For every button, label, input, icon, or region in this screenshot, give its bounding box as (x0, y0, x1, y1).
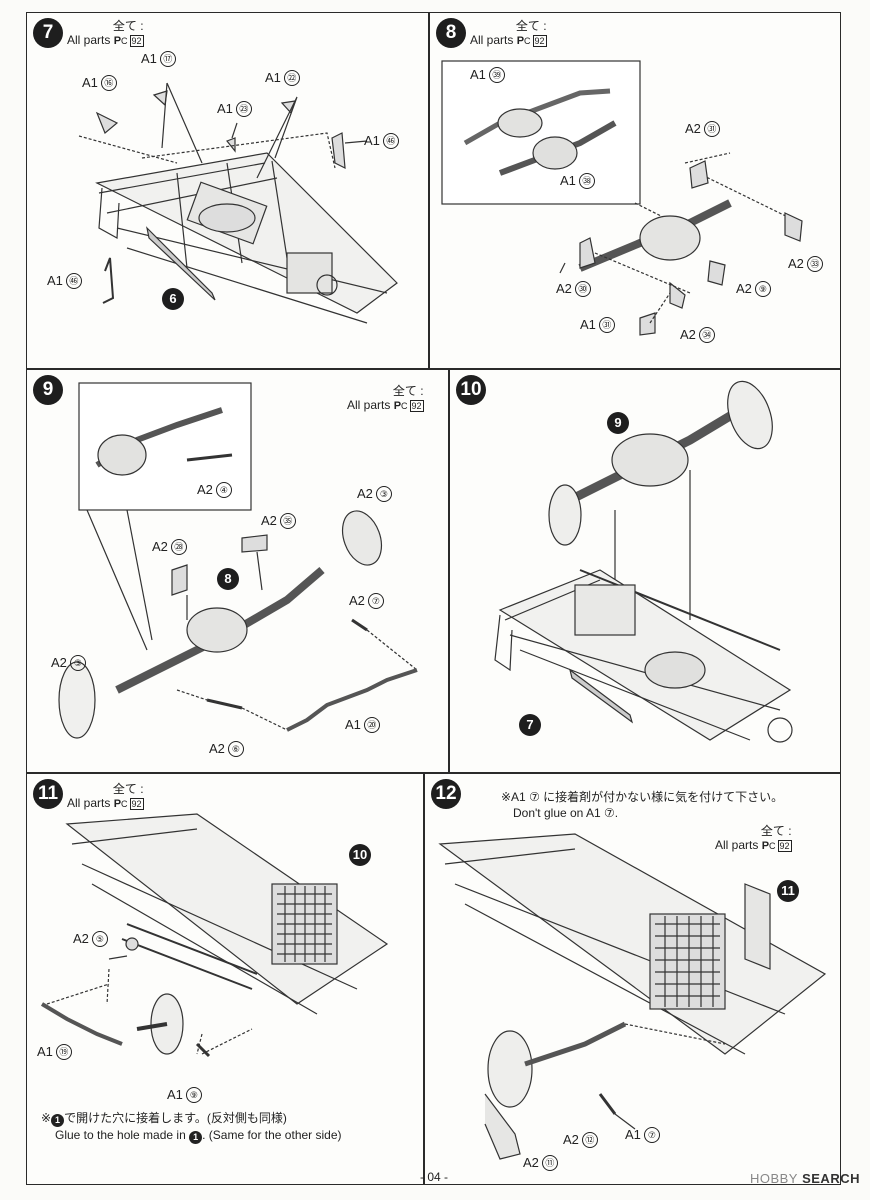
sub-assembly-ref: 10 (349, 844, 371, 866)
page-number: - 04 - (420, 1170, 449, 1184)
step-12-panel: 12 ※A1 ⑦ に接着剤が付かない様に気を付けて下さい。 Don't glue… (424, 773, 841, 1185)
step-9-drawing (58, 382, 418, 739)
sub-assembly-ref: 7 (519, 714, 541, 736)
caution-note-ja: ※A1 ⑦ に接着剤が付かない様に気を付けて下さい。 (501, 790, 784, 804)
watermark: HOBBY SEARCH (749, 1171, 860, 1186)
step-8-drawing (441, 60, 803, 336)
step-number: 11 (33, 779, 63, 809)
glue-note-en: Glue to the hole made in 1. (Same for th… (55, 1128, 342, 1144)
step-10-panel: 10 9 7 (449, 369, 841, 773)
step-12-drawing (438, 833, 827, 1160)
step-number: 8 (436, 18, 466, 48)
step-number: 10 (456, 375, 486, 405)
sub-assembly-ref: 11 (777, 880, 799, 902)
sub-assembly-ref: 9 (607, 412, 629, 434)
sub-assembly-ref: 8 (217, 568, 239, 590)
caution-note-en: Don't glue on A1 ⑦. (513, 806, 619, 820)
step-7-drawing (78, 82, 398, 324)
step-number: 12 (431, 779, 461, 809)
step-number: 9 (33, 375, 63, 405)
step-11-drawing (40, 813, 389, 1058)
step-number: 7 (33, 18, 63, 48)
step-10-drawing (494, 380, 793, 743)
sub-assembly-ref: 6 (162, 288, 184, 310)
